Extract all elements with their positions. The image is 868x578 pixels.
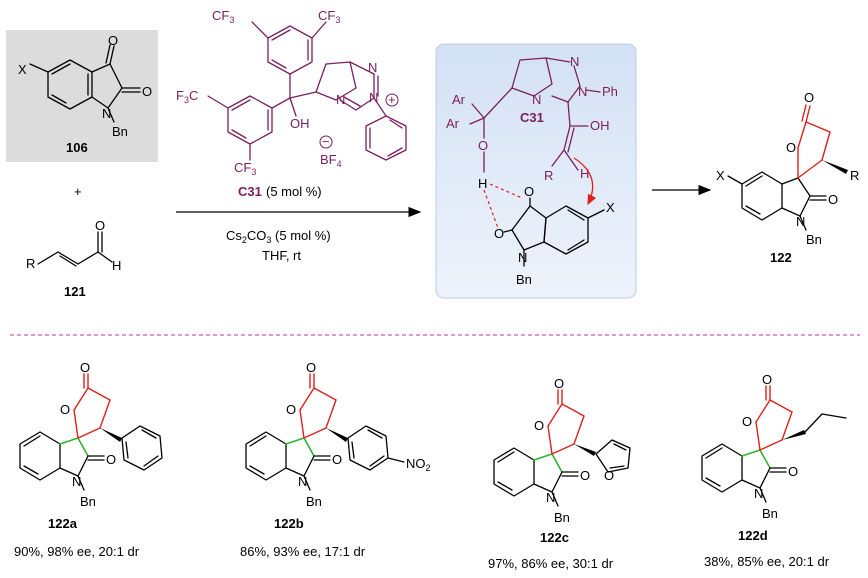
nitrogen-label: N (578, 84, 587, 99)
hydrogen-label: H (580, 166, 589, 181)
r-label: R (544, 168, 553, 183)
nitrogen-label: N (368, 60, 377, 75)
ar-label: Ar (446, 116, 460, 131)
bn-label: Bn (306, 494, 322, 509)
example-122d: O O O N Bn 122d 38%, 85% ee, 20:1 dr (701, 372, 847, 569)
compound-label-121: 121 (64, 284, 86, 299)
nitrogen-label: N (754, 486, 763, 501)
intermediate-complex: Ar Ar O H N N N Ph C31 OH R H O O N Bn X (435, 43, 637, 299)
furan-oxygen: O (604, 468, 614, 483)
catalyst-loading: (5 mol %) (266, 184, 322, 199)
bn-label: Bn (112, 124, 128, 139)
example-122a: O O O N Bn 122a 90%, 98% ee, 20:1 dr (14, 360, 163, 559)
yield-ee-dr: 86%, 93% ee, 17:1 dr (240, 544, 366, 559)
r-label: R (26, 256, 35, 271)
oxygen-label: O (142, 84, 152, 99)
reactant-106: X O O N Bn 106 (6, 30, 158, 162)
cf3-label: CF3 (318, 8, 340, 25)
oxygen-label: O (306, 360, 316, 375)
cf3-label: CF3 (212, 8, 234, 25)
x-label: X (606, 200, 615, 215)
oxygen-label: O (580, 468, 590, 483)
compound-label: 122a (48, 516, 78, 531)
bn-label: Bn (554, 510, 570, 525)
example-122b: O O O N Bn NO2 122b 86%, 93% ee, 17:1 dr (240, 360, 431, 559)
yield-ee-dr: 38%, 85% ee, 20:1 dr (704, 554, 830, 569)
compound-label-122: 122 (770, 250, 792, 265)
example-122c: O O O N Bn O 122c 97%, 86% ee, 30:1 dr (488, 376, 631, 571)
oxygen-label: O (786, 140, 796, 155)
ar-label: Ar (452, 92, 466, 107)
nitrogen-label: N (796, 214, 805, 229)
nitro-label: NO2 (406, 456, 431, 473)
oxygen-label: O (534, 418, 544, 433)
nitrogen-label: N (72, 474, 81, 489)
reactant-121: R O H 121 (26, 218, 121, 299)
plus-charge: + (388, 92, 396, 107)
oxygen-label: O (95, 218, 105, 233)
hydrogen-label: H (478, 176, 487, 191)
oxygen-label: O (286, 402, 296, 417)
nitrogen-label: N (570, 54, 579, 69)
bn-label: Bn (806, 232, 822, 247)
cf3-label: CF3 (234, 160, 256, 177)
compound-label: 122b (274, 516, 304, 531)
oxygen-label: O (494, 226, 504, 241)
nitrogen-label: N (102, 106, 111, 121)
oh-label: OH (290, 116, 310, 131)
oxygen-label: O (788, 464, 798, 479)
hydrogen-label: H (112, 258, 121, 273)
ph-label: Ph (602, 84, 618, 99)
base-condition: Cs2CO3 (5 mol %) (226, 228, 331, 245)
hydrogen-bond (483, 189, 499, 229)
intermediate-box (435, 43, 637, 299)
oxygen-label: O (106, 452, 116, 467)
oxygen-label: O (762, 372, 772, 387)
reactant-box (6, 30, 158, 162)
oxygen-label: O (828, 192, 838, 207)
x-label: X (716, 168, 725, 183)
compound-label: 122c (540, 530, 569, 545)
yield-ee-dr: 97%, 86% ee, 30:1 dr (488, 556, 614, 571)
bn-label: Bn (516, 272, 532, 287)
product-122: O O R X O N Bn 122 (716, 90, 859, 265)
catalyst-name: C31 (238, 184, 262, 199)
nitrogen-label: N (369, 90, 378, 105)
nitrogen-label: N (298, 474, 307, 489)
nitrogen-label: N (546, 490, 555, 505)
charge-circle (385, 93, 399, 107)
solvent-condition: THF, rt (262, 248, 301, 263)
oxygen-label: O (60, 402, 70, 417)
charge-circle (319, 135, 333, 149)
oxygen-label: O (554, 376, 564, 391)
nitrogen-label: N (518, 250, 527, 265)
f3c-label: F3C (176, 88, 198, 105)
bf4-label: BF4 (320, 152, 342, 169)
nitrogen-label: N (532, 92, 541, 107)
yield-ee-dr: 90%, 98% ee, 20:1 dr (14, 544, 140, 559)
oxygen-label: O (524, 184, 534, 199)
compound-label: 122d (738, 528, 768, 543)
x-label: X (18, 62, 27, 77)
oxygen-label: O (108, 33, 118, 48)
minus-charge: − (322, 134, 330, 149)
compound-label-106: 106 (66, 140, 88, 155)
oxygen-label: O (478, 138, 488, 153)
oxygen-label: O (742, 414, 752, 429)
plus-sign: + (74, 184, 82, 199)
oh-label: OH (590, 118, 610, 133)
r-label: R (850, 168, 859, 183)
bn-label: Bn (80, 494, 96, 509)
bn-label: Bn (762, 506, 778, 521)
oxygen-label: O (804, 90, 814, 105)
catalyst-c31: CF3 CF3 F3C CF3 OH N N N + − BF4 C31 (5 … (176, 8, 407, 199)
catalyst-name: C31 (520, 110, 544, 125)
curved-arrow (573, 157, 597, 206)
oxygen-label: O (332, 452, 342, 467)
oxygen-label: O (80, 360, 90, 375)
nitrogen-label: N (336, 92, 345, 107)
